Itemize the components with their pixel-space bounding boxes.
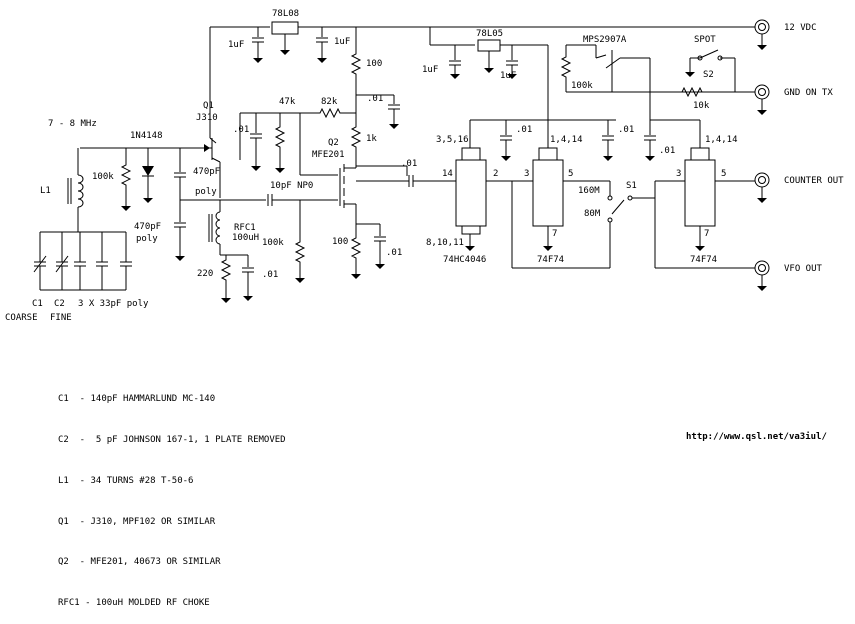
label-78l08: 78L08 (272, 9, 299, 19)
label-q2-type: MFE201 (312, 150, 345, 160)
label-160m: 160M (578, 186, 600, 196)
parts-list-item: Q1 - J310, MPF102 OR SIMILAR (58, 516, 216, 527)
oscillator-supply (209, 21, 430, 167)
label-r47k: 47k (279, 97, 296, 107)
label-rfc1-value: 100uH (232, 233, 259, 243)
label-c01-f: .01 (659, 146, 675, 156)
label-pins-3516: 3,5,16 (436, 135, 469, 145)
label-counter-out: COUNTER OUT (784, 176, 844, 186)
label-c2: C2 (54, 299, 65, 309)
label-c01-g: .01 (386, 248, 402, 258)
label-c01-h: .01 (262, 270, 278, 280)
label-c01-c: .01 (401, 159, 417, 169)
label-1uf-a: 1uF (228, 40, 244, 50)
label-r82k: 82k (321, 97, 338, 107)
label-1n4148: 1N4148 (130, 131, 163, 141)
supply-rail (429, 26, 755, 162)
q1-oscillator (33, 137, 338, 304)
label-1uf-b: 1uF (334, 37, 350, 47)
label-c01-d: .01 (516, 125, 532, 135)
label-r100-b: 100 (332, 237, 348, 247)
label-r100k-b: 100k (571, 81, 593, 91)
label-r100k-c: 100k (262, 238, 284, 248)
label-74f74-1: 74F74 (537, 255, 564, 265)
parts-list-item: C1 - 140pF HAMMARLUND MC-140 (58, 394, 216, 405)
label-1uf-d: 1uF (500, 71, 516, 81)
label-mps2907a: MPS2907A (583, 35, 627, 45)
label-r100k-a: 100k (92, 172, 114, 182)
label-pin2: 2 (493, 169, 498, 179)
label-c470-b: 470pF (134, 222, 161, 232)
label-pin3-b: 3 (676, 169, 681, 179)
label-12vdc: 12 VDC (784, 23, 817, 33)
label-pin7-b: 7 (704, 229, 709, 239)
label-pins-81011: 8,10,11 (426, 238, 464, 248)
label-pins-1414-a: 1,4,14 (550, 135, 583, 145)
label-c01-e: .01 (618, 125, 634, 135)
label-pin14: 14 (442, 169, 453, 179)
label-poly-a: poly (195, 187, 217, 197)
label-c470-a: 470pF (193, 167, 220, 177)
label-q1-type: J310 (196, 113, 218, 123)
label-74hc4046: 74HC4046 (443, 255, 486, 265)
label-r10k: 10k (693, 101, 710, 111)
label-c01-a: .01 (367, 94, 383, 104)
label-3x33pf: 3 X 33pF poly (78, 299, 149, 309)
label-fine: FINE (50, 313, 72, 323)
vfo-schematic: 78L08 78L05 12 VDC GND ON TX COUNTER OUT… (5, 9, 844, 323)
parts-list-item: Q2 - MFE201, 40673 OR SIMILAR (58, 557, 221, 568)
label-r1k: 1k (366, 134, 377, 144)
schematic-labels: 78L08 78L05 12 VDC GND ON TX COUNTER OUT… (5, 9, 844, 323)
label-q1: Q1 (203, 101, 214, 111)
label-vfo-out: VFO OUT (784, 264, 823, 274)
label-78l05: 78L05 (476, 29, 503, 39)
label-q2: Q2 (328, 138, 339, 148)
label-pins-1414-b: 1,4,14 (705, 135, 738, 145)
label-c10pf-np0: 10pF NP0 (270, 181, 313, 191)
label-pin7-a: 7 (552, 229, 557, 239)
parts-list-item: RFC1 - 100uH MOLDED RF CHOKE (58, 598, 210, 609)
label-rfc1: RFC1 (234, 223, 256, 233)
parts-list: C1 - 140pF HAMMARLUND MC-140 C2 - 5 pF J… (58, 366, 286, 624)
label-l1: L1 (40, 186, 51, 196)
label-r100-a: 100 (366, 59, 382, 69)
output-jacks (754, 19, 770, 292)
label-pin5-b: 5 (721, 169, 726, 179)
label-c01-b: .01 (233, 125, 249, 135)
parts-list-item: C2 - 5 pF JOHNSON 167-1, 1 PLATE REMOVED (58, 434, 286, 445)
label-1uf-c: 1uF (422, 65, 438, 75)
label-74f74-2: 74F74 (690, 255, 717, 265)
label-r220: 220 (197, 269, 213, 279)
label-pin5-a: 5 (568, 169, 573, 179)
divider-chain (455, 120, 755, 269)
source-url: http://www.qsl.net/va3iul/ (686, 432, 827, 442)
label-pin3-a: 3 (524, 169, 529, 179)
label-freq: 7 - 8 MHz (48, 119, 97, 129)
q2-buffer (239, 108, 456, 284)
parts-list-item: L1 - 34 TURNS #28 T-50-6 (58, 475, 194, 486)
label-c1: C1 (32, 299, 43, 309)
label-80m: 80M (584, 209, 601, 219)
label-poly-b: poly (136, 234, 158, 244)
label-gnd-on-tx: GND ON TX (784, 88, 833, 98)
spot-circuit (561, 44, 755, 162)
label-s2: S2 (703, 70, 714, 80)
label-spot: SPOT (694, 35, 716, 45)
label-s1: S1 (626, 181, 637, 191)
label-coarse: COARSE (5, 313, 38, 323)
